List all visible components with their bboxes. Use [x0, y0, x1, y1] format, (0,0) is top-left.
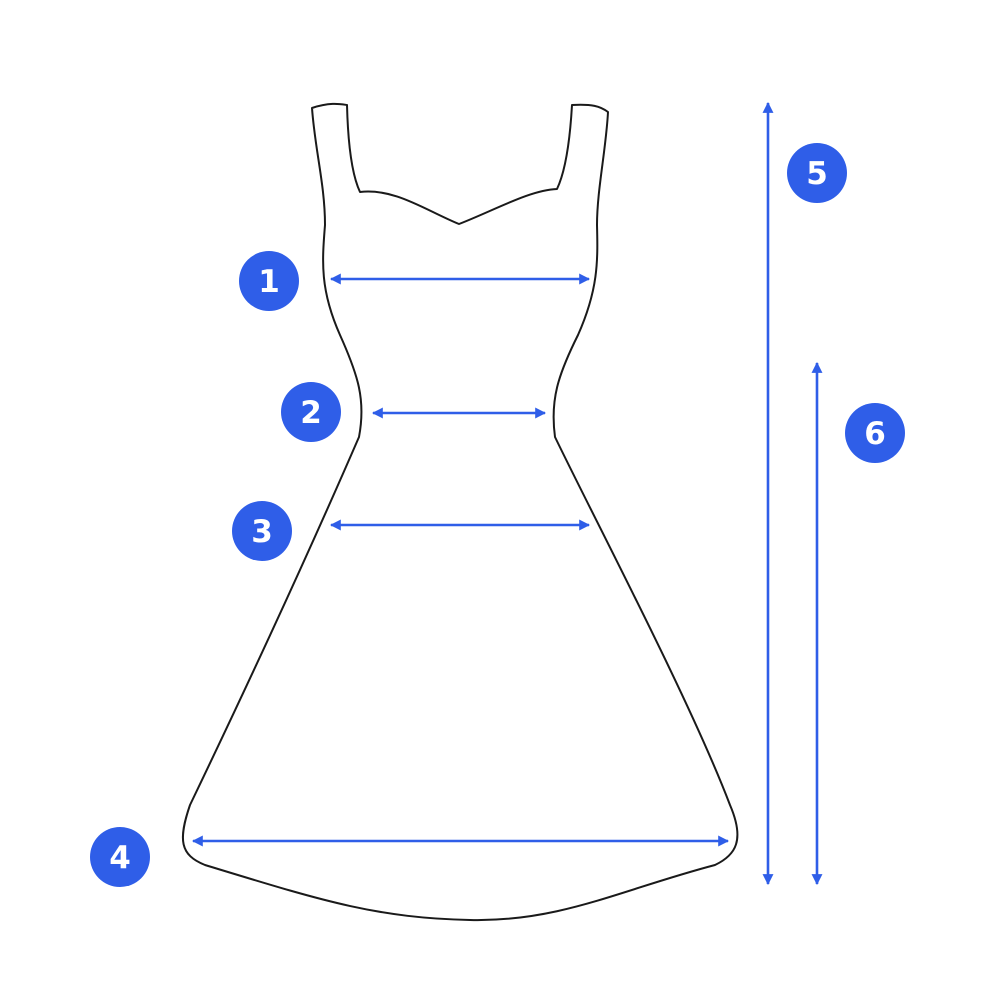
marker-1: 1 [239, 251, 299, 311]
marker-4: 4 [90, 827, 150, 887]
marker-5: 5 [787, 143, 847, 203]
marker-3: 3 [232, 501, 292, 561]
marker-4-label: 4 [109, 840, 131, 876]
marker-3-label: 3 [251, 514, 273, 550]
marker-1-label: 1 [258, 264, 280, 300]
marker-2-label: 2 [300, 395, 322, 431]
dress-outline [182, 102, 739, 922]
marker-6-label: 6 [864, 416, 886, 452]
marker-5-label: 5 [806, 156, 828, 192]
marker-6: 6 [845, 403, 905, 463]
marker-2: 2 [281, 382, 341, 442]
